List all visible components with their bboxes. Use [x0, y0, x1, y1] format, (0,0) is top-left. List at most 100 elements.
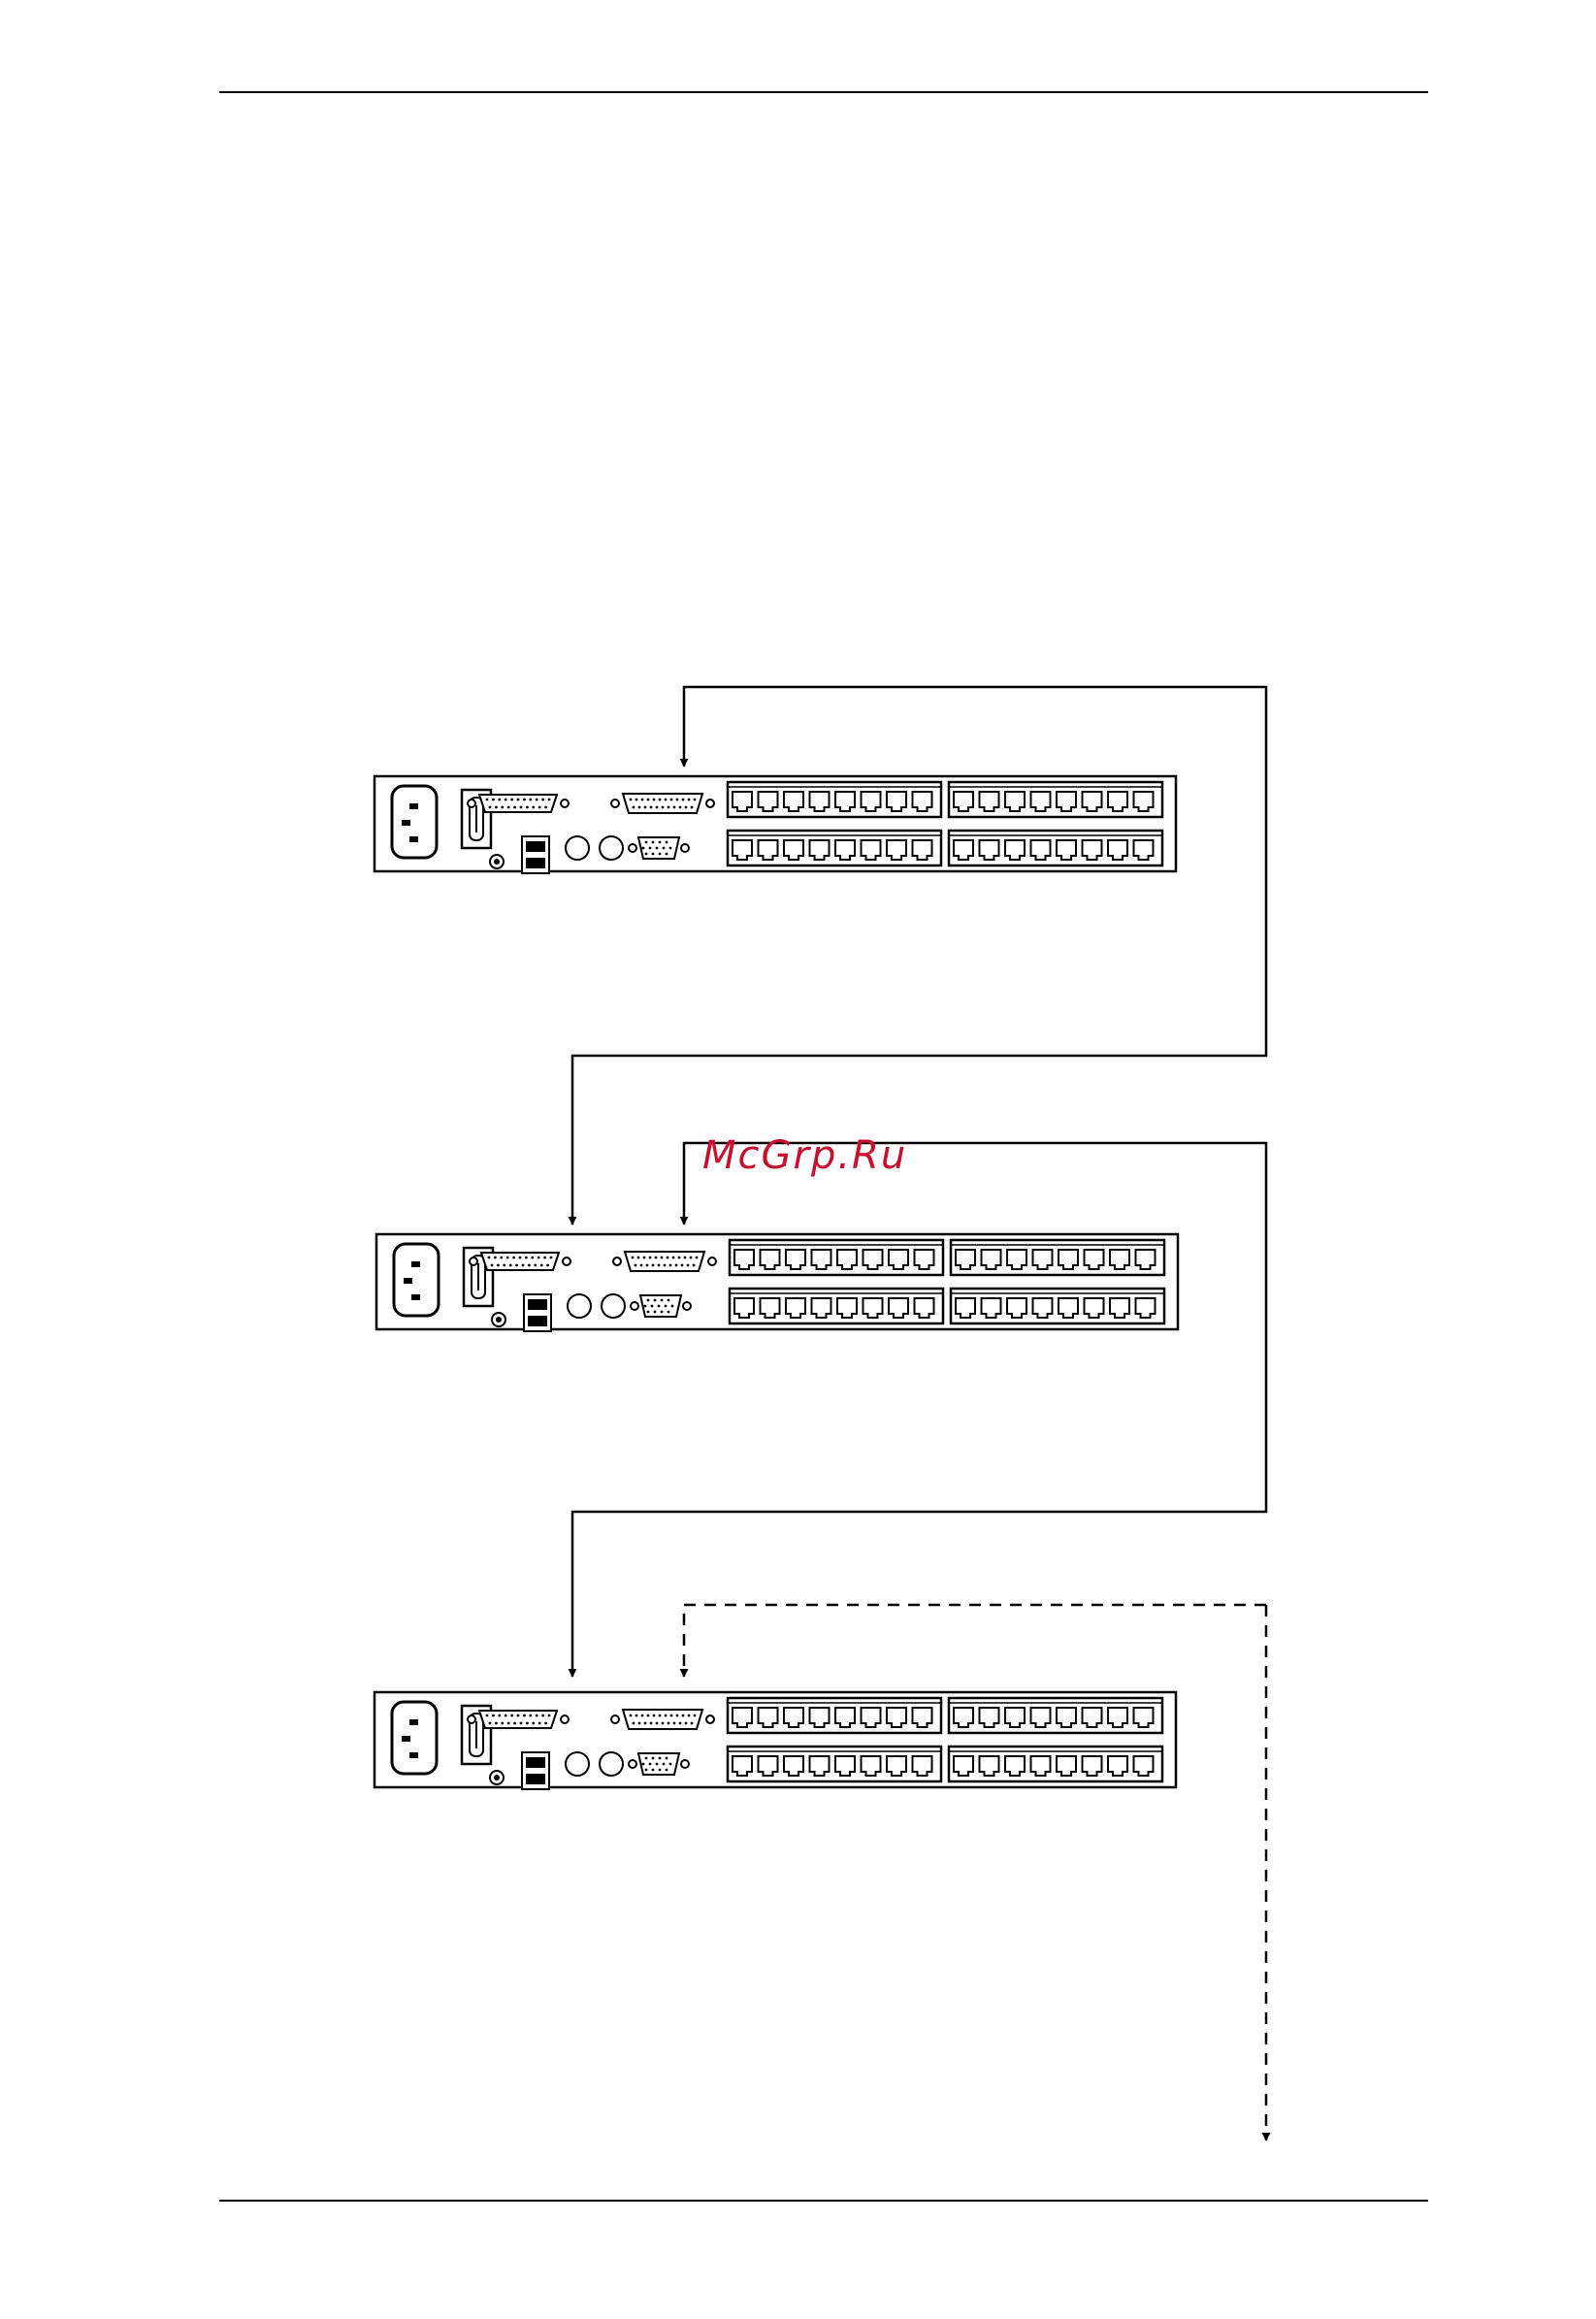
- port-block-2: [949, 1698, 1162, 1733]
- unit-1-rear-panel: [375, 776, 1176, 873]
- rj45-port: [887, 840, 906, 860]
- rj45-port: [1031, 1708, 1051, 1727]
- rj45-port: [1007, 1250, 1026, 1269]
- ps2-keyboard-port-icon: [568, 1294, 591, 1318]
- rj45-port: [913, 1756, 932, 1776]
- rj45-port: [786, 1250, 805, 1269]
- rj45-port: [954, 840, 973, 860]
- watermark: McGrp.Ru: [702, 1133, 907, 1178]
- cable-loop-to-unit-1: [684, 687, 1266, 767]
- port-block-4: [949, 1747, 1162, 1781]
- screw-icon: [470, 1257, 477, 1265]
- ps2-mouse-port-icon: [602, 1294, 625, 1318]
- screw-icon: [561, 1715, 569, 1723]
- rj45-port: [915, 1250, 934, 1269]
- rj45-port: [1108, 792, 1127, 811]
- rj45-port: [980, 1756, 999, 1776]
- screw-icon: [629, 1760, 636, 1768]
- rj45-port: [759, 840, 778, 860]
- power-socket-icon: [392, 1702, 437, 1774]
- rj45-port: [734, 1250, 754, 1269]
- rj45-port: [810, 792, 830, 811]
- rj45-port: [1136, 1250, 1156, 1269]
- rj45-port: [784, 1708, 803, 1727]
- rj45-port: [835, 792, 855, 811]
- rj45-port: [784, 1756, 803, 1776]
- rj45-port: [1031, 840, 1051, 860]
- ps2-mouse-port-icon: [600, 1752, 623, 1776]
- rj45-port: [862, 1756, 881, 1776]
- rj45-port: [1059, 1250, 1078, 1269]
- rj45-port: [835, 840, 855, 860]
- rj45-port: [759, 1708, 778, 1727]
- rj45-port: [812, 1250, 831, 1269]
- rj45-port: [1134, 1708, 1154, 1727]
- rj45-port: [954, 792, 973, 811]
- unit-2-rear-panel: [376, 1234, 1178, 1331]
- screw-icon: [611, 1715, 619, 1723]
- port-block-3: [728, 831, 941, 866]
- port-block-1: [728, 1698, 941, 1733]
- rj45-port: [980, 840, 999, 860]
- unit-3-rear-panel: [375, 1692, 1176, 1789]
- rj45-port: [1085, 1250, 1104, 1269]
- rj45-port: [837, 1250, 857, 1269]
- rj45-port: [1033, 1250, 1053, 1269]
- rj45-port: [761, 1298, 780, 1318]
- port-block-2: [949, 782, 1162, 817]
- rj45-port: [1057, 792, 1076, 811]
- rj45-port: [863, 1298, 883, 1318]
- rj45-port: [954, 1708, 973, 1727]
- screw-icon: [611, 800, 619, 807]
- daisy-chain-in-connector: [481, 1253, 559, 1270]
- ps2-keyboard-port-icon: [566, 1752, 589, 1776]
- rj45-port: [889, 1250, 908, 1269]
- rj45-port: [862, 792, 881, 811]
- rj45-port: [1033, 1298, 1053, 1318]
- rj45-port: [835, 1756, 855, 1776]
- daisy-chain-in-connector: [479, 1711, 557, 1728]
- rj45-port: [913, 792, 932, 811]
- rj45-port: [956, 1298, 975, 1318]
- rj45-port: [1031, 1756, 1051, 1776]
- rj45-port: [1134, 840, 1154, 860]
- rj45-port: [810, 840, 830, 860]
- rj45-port: [1007, 1298, 1026, 1318]
- rj45-port: [1134, 1756, 1154, 1776]
- rj45-port: [733, 840, 752, 860]
- rj45-port: [1110, 1298, 1129, 1318]
- rj45-port: [1083, 1756, 1102, 1776]
- screw-icon: [561, 800, 569, 807]
- rj45-port: [733, 792, 752, 811]
- screw-icon: [683, 1302, 691, 1310]
- rj45-port: [1108, 840, 1127, 860]
- rj45-port: [1057, 840, 1076, 860]
- rj45-port: [761, 1250, 780, 1269]
- ps2-mouse-port-icon: [600, 836, 623, 860]
- rj45-port: [1059, 1298, 1078, 1318]
- rj45-port: [982, 1298, 1001, 1318]
- rj45-port: [913, 1708, 932, 1727]
- rj45-port: [1005, 1756, 1025, 1776]
- screw-icon: [613, 1257, 621, 1265]
- screw-icon: [706, 1715, 714, 1723]
- screw-icon: [468, 1715, 475, 1723]
- screw-icon: [563, 1257, 570, 1265]
- cable-unit-3-dashed-in: [684, 1605, 1266, 1677]
- rj45-port: [835, 1708, 855, 1727]
- rj45-port: [1031, 792, 1051, 811]
- port-block-1: [730, 1240, 943, 1275]
- rj45-port: [1083, 840, 1102, 860]
- screw-icon: [629, 844, 636, 852]
- rj45-port: [837, 1298, 857, 1318]
- screw-icon: [631, 1302, 638, 1310]
- rj45-port: [759, 1756, 778, 1776]
- rj45-port: [733, 1756, 752, 1776]
- rj45-port: [1110, 1250, 1129, 1269]
- rj45-port: [980, 1708, 999, 1727]
- screw-icon: [468, 800, 475, 807]
- rj45-port: [980, 792, 999, 811]
- rj45-port: [956, 1250, 975, 1269]
- rj45-port: [810, 1708, 830, 1727]
